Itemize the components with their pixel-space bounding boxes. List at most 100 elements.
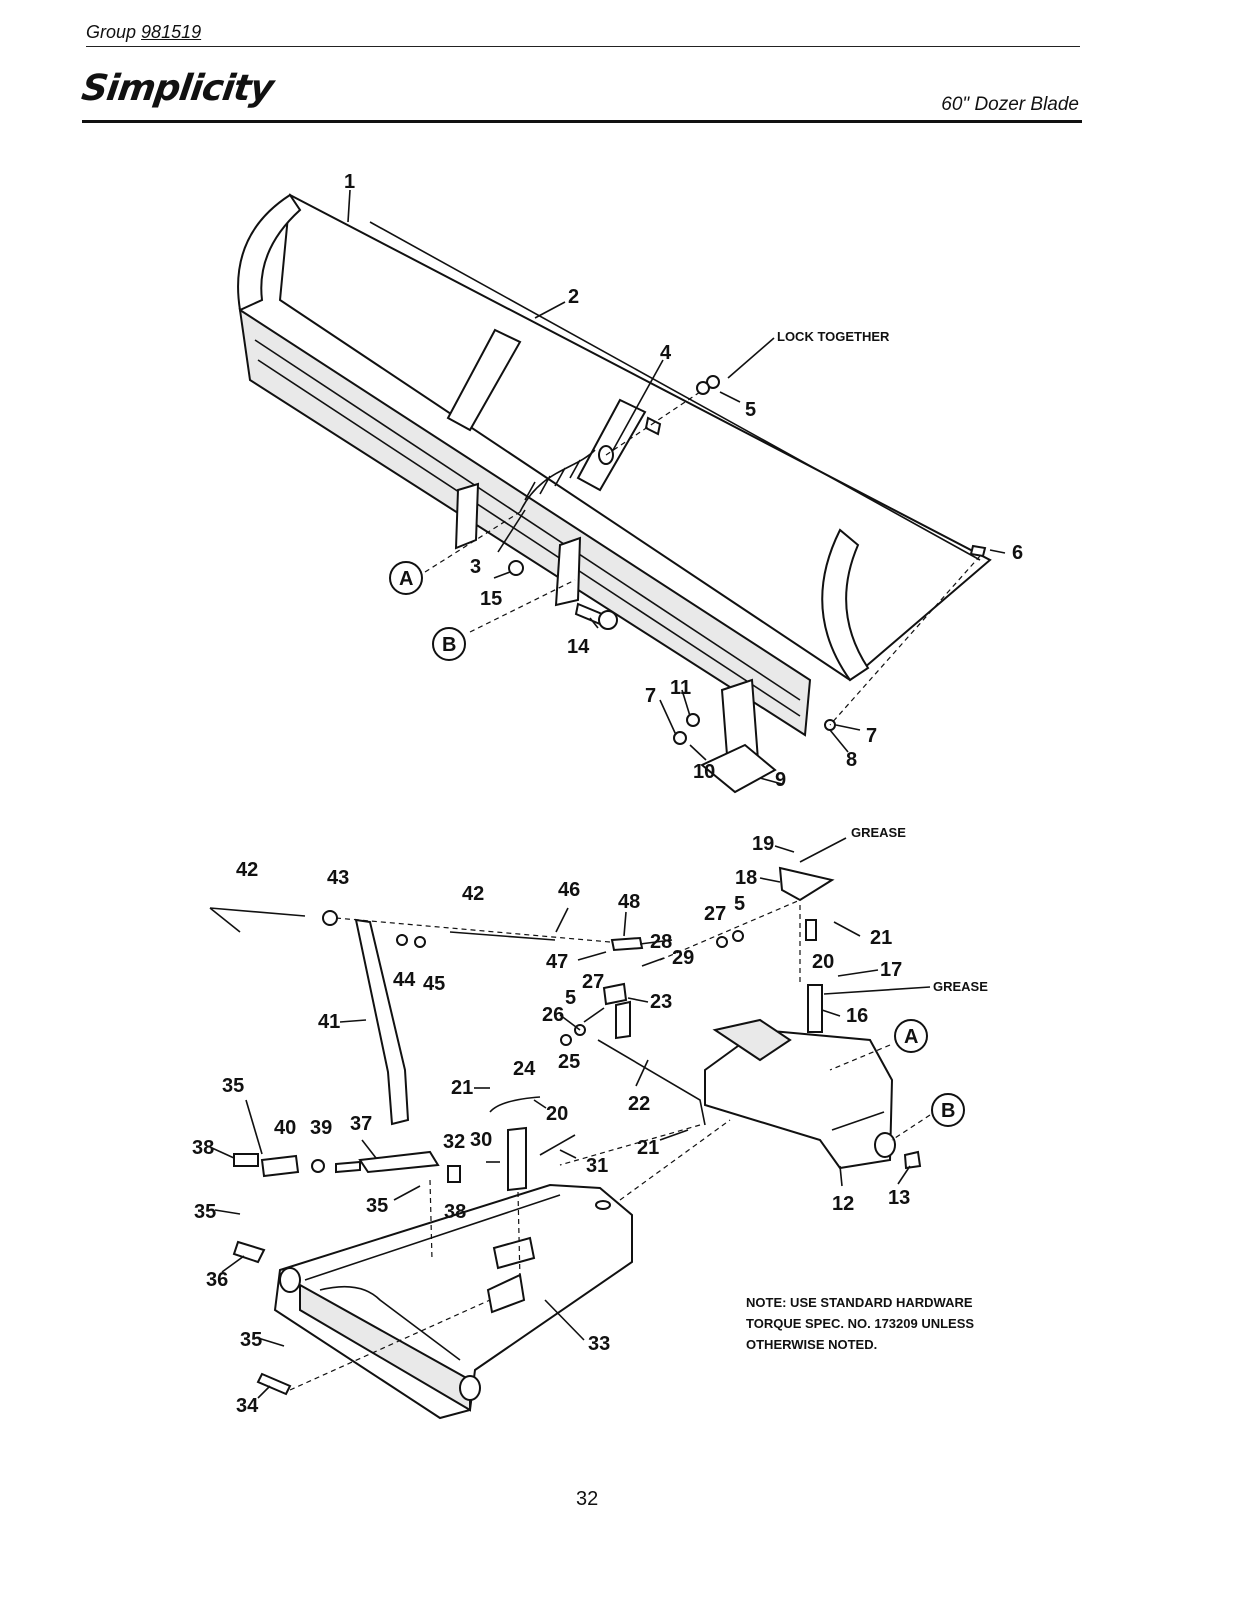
- part-number: 38: [444, 1201, 466, 1223]
- hitch-pin: [232, 1240, 266, 1264]
- part-number: 43: [327, 867, 349, 889]
- part-number: 21: [870, 927, 892, 949]
- part-number: 19: [752, 833, 774, 855]
- part-number: 15: [480, 588, 502, 610]
- ref-a-upper: [389, 561, 423, 595]
- blade-left-end: [237, 193, 302, 312]
- part-number: 21: [451, 1077, 473, 1099]
- part-number: 2: [568, 286, 579, 308]
- part-number: 9: [775, 769, 786, 791]
- part-number: 17: [880, 959, 902, 981]
- title-rule: [82, 120, 1082, 123]
- dozer-blade-drawing: [237, 189, 1006, 794]
- blade-mount: [704, 1028, 894, 1170]
- plate-30: [507, 1126, 527, 1192]
- lift-tube: [358, 1150, 440, 1174]
- part-number: 27: [704, 903, 726, 925]
- part-number: 18: [735, 867, 757, 889]
- ref-label: A: [904, 1026, 918, 1048]
- part-number: 30: [470, 1129, 492, 1151]
- part-number: 11: [670, 677, 691, 699]
- pivot-plate: [778, 866, 835, 902]
- part-number: 16: [846, 1005, 868, 1027]
- reference-letters: A B A B: [399, 568, 955, 1122]
- part-number: 35: [366, 1195, 388, 1217]
- page-number: 32: [576, 1488, 599, 1510]
- group-number: 981519: [141, 22, 202, 42]
- part-number: 24: [513, 1058, 536, 1080]
- ref-label: B: [941, 1100, 955, 1122]
- part-number: 4: [660, 342, 672, 364]
- part-number: 35: [222, 1075, 244, 1097]
- part-number: 20: [546, 1103, 568, 1125]
- grease-label: GREASE: [933, 979, 988, 994]
- part-number: 37: [350, 1113, 372, 1135]
- spring: [519, 449, 596, 513]
- pivot-pin: [807, 984, 823, 1033]
- part-number: 44: [393, 969, 416, 991]
- part-number: 40: [274, 1117, 296, 1139]
- part-number: 33: [588, 1333, 610, 1355]
- callout-labels: LOCK TOGETHER GREASE GREASE: [777, 329, 988, 994]
- part-number: 46: [558, 879, 580, 901]
- rod-right: [449, 931, 556, 941]
- page-title: 60" Dozer Blade: [941, 94, 1079, 115]
- grease-label: GREASE: [851, 825, 906, 840]
- hitch-drawing: [209, 837, 965, 1420]
- part-number: 32: [443, 1131, 465, 1153]
- clevis-40: [260, 1154, 300, 1178]
- part-number: 5: [565, 987, 576, 1009]
- rod-left: [209, 907, 306, 917]
- part-number: 42: [462, 883, 484, 905]
- part-number: 26: [542, 1004, 564, 1026]
- part-number: 38: [192, 1137, 214, 1159]
- part-number: 27: [582, 971, 604, 993]
- part-number: 7: [866, 725, 877, 747]
- part-number: 6: [1012, 542, 1023, 564]
- ref-label: A: [399, 568, 413, 590]
- nut-15: [508, 560, 524, 576]
- part-numbers: 1 2 3 4 5 6 7 7 8 9 10 11 15 14 19 18 27…: [192, 171, 1023, 1417]
- part-number: 35: [240, 1329, 262, 1351]
- part-number: 36: [206, 1269, 228, 1291]
- header-rule: [86, 46, 1080, 47]
- torque-note: NOTE: USE STANDARD HARDWARE TORQUE SPEC.…: [746, 1295, 975, 1352]
- part-number: 14: [567, 636, 590, 658]
- part-number: 39: [310, 1117, 332, 1139]
- group-label: Group 981519: [86, 22, 202, 42]
- part-number: 48: [618, 891, 640, 913]
- part-number: 41: [318, 1011, 340, 1033]
- part-number: 25: [558, 1051, 580, 1073]
- part-number: 20: [812, 951, 834, 973]
- part-number: 1: [344, 171, 355, 193]
- part-number: 22: [628, 1093, 650, 1115]
- ref-b-upper: [432, 627, 466, 661]
- ref-a-lower: [894, 1019, 928, 1053]
- part-number: 21: [637, 1137, 659, 1159]
- part-number: 28: [650, 931, 672, 953]
- part-number: 3: [470, 556, 481, 578]
- part-number: 42: [236, 859, 258, 881]
- cutting-edge: [369, 221, 981, 561]
- skid-shoe-base: [700, 743, 777, 794]
- part-number: 29: [672, 947, 694, 969]
- part-number: 35: [194, 1201, 216, 1223]
- bracket-a: [454, 482, 480, 550]
- lift-arm: [354, 918, 410, 1126]
- lock-together-label: LOCK TOGETHER: [777, 329, 890, 344]
- blade-right-end: [821, 528, 870, 682]
- part-number: 34: [236, 1395, 259, 1417]
- blade-rib-1: [446, 328, 522, 432]
- hitch-frame: [273, 1183, 633, 1420]
- rod-22: [597, 1039, 706, 1126]
- bracket-b: [554, 536, 582, 607]
- part-number: 5: [734, 893, 745, 915]
- part-number: 10: [693, 761, 715, 783]
- part-number: 5: [745, 399, 756, 421]
- ref-b-lower: [931, 1093, 965, 1127]
- part-number: 13: [888, 1187, 910, 1209]
- part-number: 47: [546, 951, 568, 973]
- part-number: 12: [832, 1193, 854, 1215]
- part-number: 31: [586, 1155, 608, 1177]
